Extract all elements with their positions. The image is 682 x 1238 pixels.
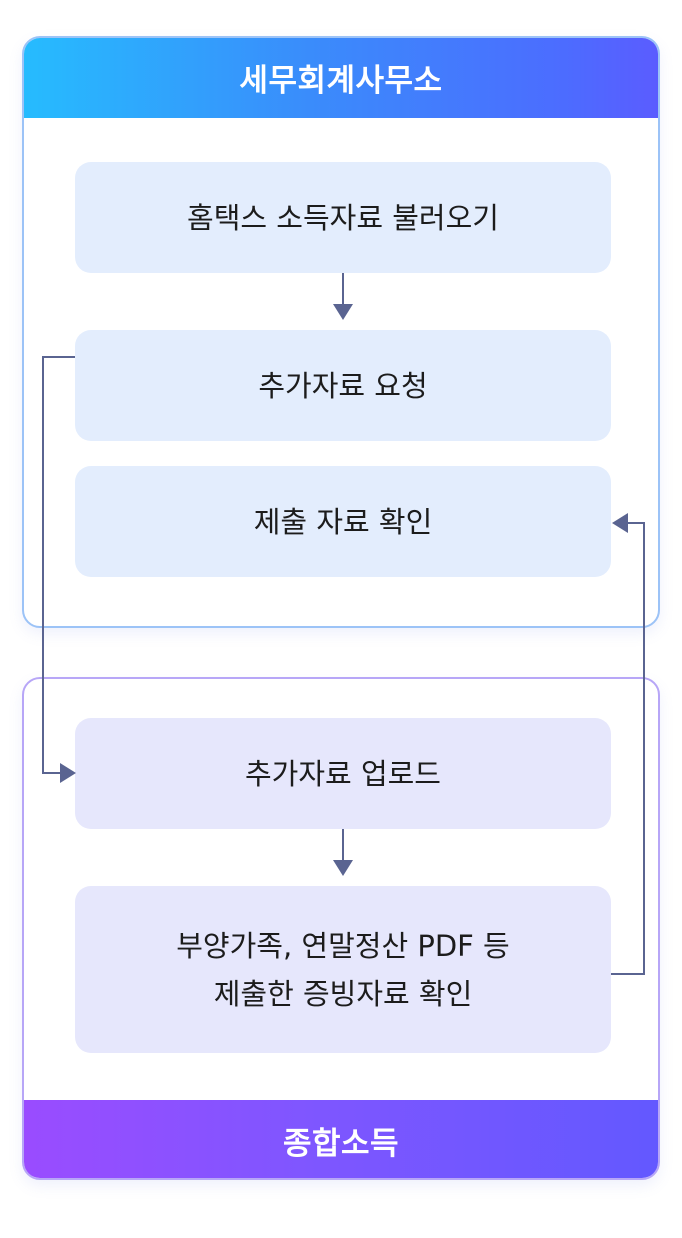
tax-office-header: 세무회계사무소	[24, 38, 658, 118]
step-label: 제출 자료 확인	[253, 504, 433, 539]
step-load-hometax-income: 홈택스 소득자료 불러오기	[75, 162, 611, 273]
step-upload-additional-docs: 추가자료 업로드	[75, 718, 611, 829]
step-label: 추가자료 요청	[258, 368, 428, 403]
comprehensive-income-footer: 종합소득	[24, 1100, 658, 1178]
step-check-evidence-docs: 부양가족, 연말정산 PDF 등 제출한 증빙자료 확인	[75, 886, 611, 1053]
step-check-submitted-docs: 제출 자료 확인	[75, 466, 611, 577]
step-label: 홈택스 소득자료 불러오기	[187, 200, 499, 235]
step-label: 추가자료 업로드	[245, 756, 441, 791]
step-request-additional-docs: 추가자료 요청	[75, 330, 611, 441]
step-label-line-1: 부양가족, 연말정산 PDF 등	[176, 928, 510, 963]
step-label-line-2: 제출한 증빙자료 확인	[213, 976, 473, 1011]
